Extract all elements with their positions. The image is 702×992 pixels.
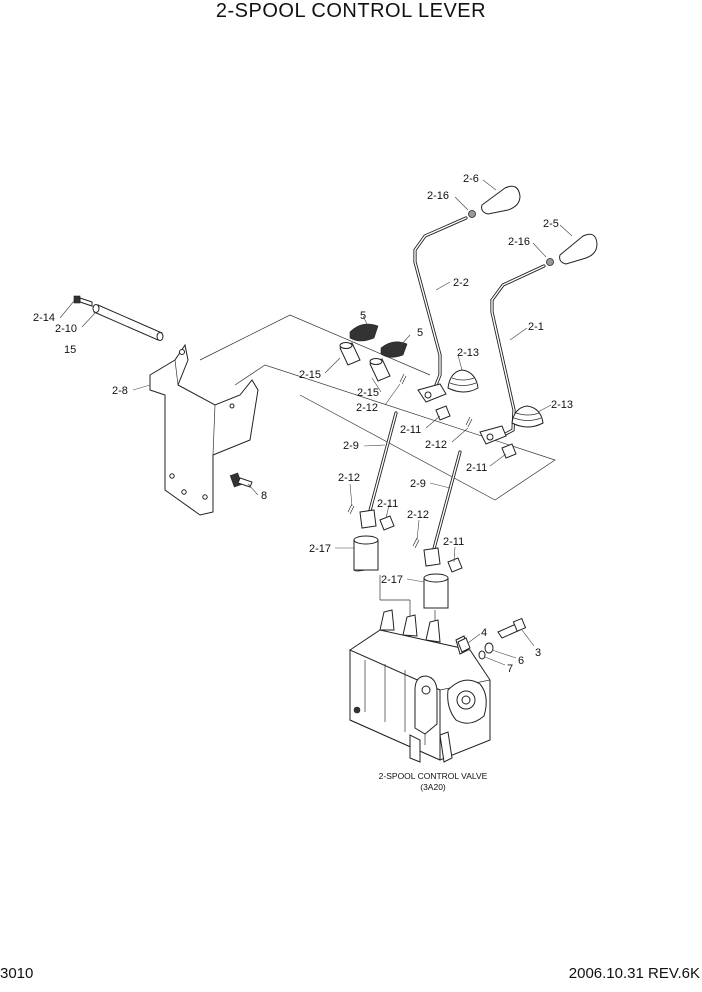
callout-2-8: 2-8 <box>112 385 128 397</box>
callout-2-14: 2-14 <box>33 312 55 324</box>
link-2-9a <box>359 411 398 529</box>
knob-2-5 <box>546 233 598 266</box>
callout-2-12: 2-12 <box>407 509 429 521</box>
callout-2-13: 2-13 <box>457 347 479 359</box>
callout-2-16: 2-16 <box>427 190 449 202</box>
date-revision: 2006.10.31 REV.6K <box>568 965 700 982</box>
valve-caption-code: (3A20) <box>420 782 446 792</box>
callout-5: 5 <box>360 310 366 322</box>
callout-2-6: 2-6 <box>463 173 479 185</box>
knob-2-6 <box>468 185 521 218</box>
callout-2-12: 2-12 <box>356 402 378 414</box>
bushing-2-15b <box>369 358 391 382</box>
callout-2-12: 2-12 <box>338 472 360 484</box>
callout-4: 4 <box>481 627 487 639</box>
lever-2-2 <box>413 216 468 403</box>
callout-2-5: 2-5 <box>543 218 559 230</box>
callout-5: 5 <box>417 327 423 339</box>
page-title: 2-SPOOL CONTROL LEVER <box>215 0 487 22</box>
page-number: 3010 <box>0 965 34 982</box>
callout-2-11: 2-11 <box>466 462 487 474</box>
callout-2-15: 2-15 <box>357 387 379 399</box>
callout-8: 8 <box>261 490 267 502</box>
callout-2-1: 2-1 <box>528 321 544 333</box>
callout-2-15: 2-15 <box>299 369 321 381</box>
bolt-3 <box>497 617 527 639</box>
callout-2-13: 2-13 <box>551 399 573 411</box>
leader-lines <box>59 179 573 666</box>
sleeve-2-17a <box>353 535 379 572</box>
callout-2-17: 2-17 <box>309 543 331 555</box>
callout-15: 15 <box>64 344 76 356</box>
callout-6: 6 <box>518 655 524 667</box>
callout-2-11: 2-11 <box>443 536 464 548</box>
callout-3: 3 <box>535 647 541 659</box>
split-pins-2-12 <box>347 373 473 549</box>
callout-labels: 2-6 2-16 2-5 2-16 2-2 2-1 2-14 2-10 15 5… <box>33 173 573 675</box>
callout-2-9: 2-9 <box>410 478 426 490</box>
sleeve-2-17b <box>423 573 449 609</box>
bolt-2-14 <box>73 295 93 307</box>
lever-2-1 <box>479 264 546 445</box>
boot-2-13b <box>511 405 544 428</box>
pin-2-10 <box>92 304 164 341</box>
callout-2-11: 2-11 <box>400 424 421 436</box>
washer-7 <box>478 650 486 660</box>
callout-2-2: 2-2 <box>453 277 469 289</box>
dust-cover-5a <box>349 323 379 342</box>
callout-2-10: 2-10 <box>55 323 77 335</box>
bracket-2-8 <box>149 343 259 516</box>
dust-cover-5b <box>380 341 408 358</box>
nut-4 <box>457 637 471 653</box>
valve-caption: 2-SPOOL CONTROL VALVE <box>379 771 488 781</box>
bushing-2-15a <box>339 342 361 366</box>
control-valve-3a20 <box>349 609 491 763</box>
callout-2-9: 2-9 <box>343 440 359 452</box>
callout-2-16: 2-16 <box>508 236 530 248</box>
callout-7: 7 <box>507 663 513 675</box>
boot-2-13a <box>447 369 479 393</box>
link-2-9b <box>423 450 462 567</box>
washer-6 <box>484 642 494 654</box>
callout-2-12: 2-12 <box>425 439 447 451</box>
callout-2-17: 2-17 <box>381 574 403 586</box>
callout-2-11: 2-11 <box>377 498 398 510</box>
